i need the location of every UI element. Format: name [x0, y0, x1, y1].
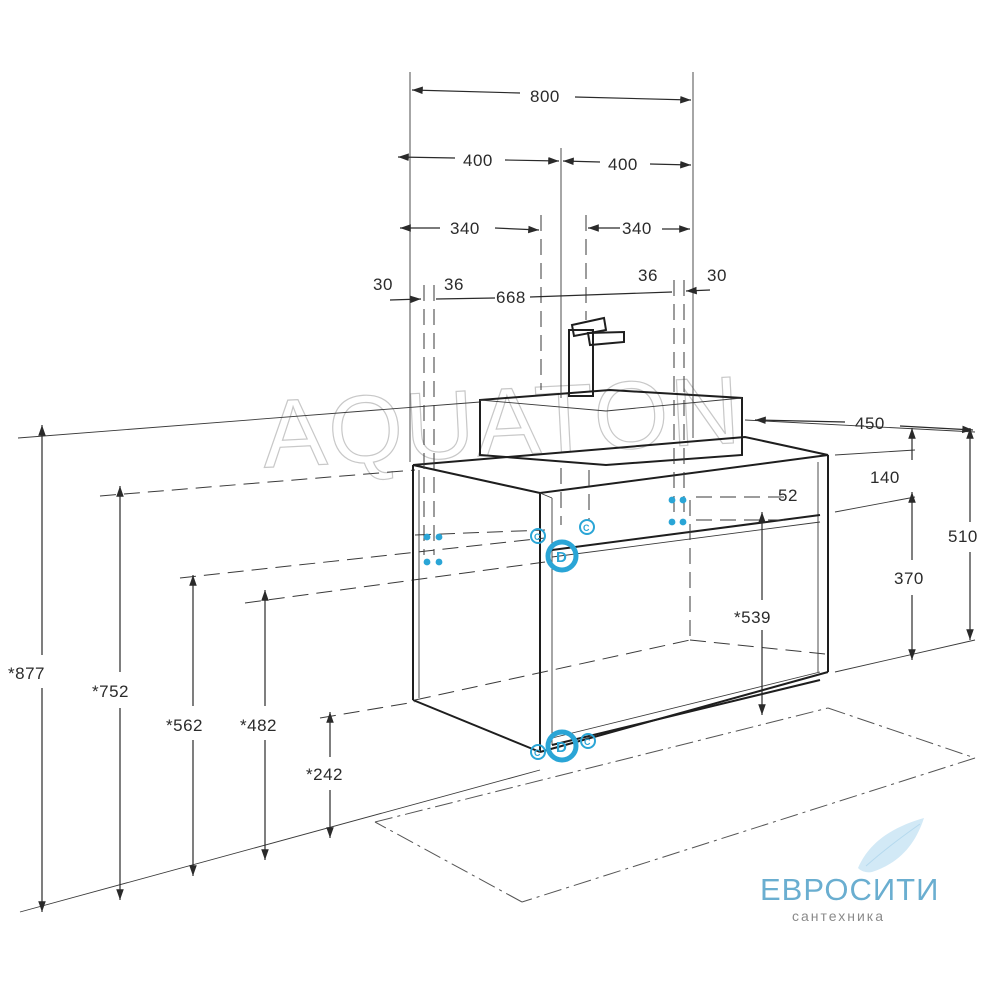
- depth-dimension: [754, 416, 974, 434]
- logo-name: ЕВРОСИТИ: [760, 872, 939, 907]
- logo: ЕВРОСИТИ сантехника: [760, 818, 939, 924]
- mount-point-dot: [435, 533, 443, 541]
- watermark: AQUATON: [260, 357, 745, 489]
- dim-inner-left: 36: [444, 275, 464, 294]
- dim-edge-right: 30: [707, 266, 727, 285]
- mount-point-dot: [679, 496, 687, 504]
- faucet-icon: [568, 316, 625, 397]
- dim-half-left: 400: [463, 151, 493, 170]
- dim-562: *562: [166, 716, 203, 735]
- mount-point-dot: [435, 558, 443, 566]
- dim-edge-left: 30: [373, 275, 393, 294]
- drain-label: D: [556, 739, 567, 756]
- cold-water-icon: [530, 744, 546, 760]
- dim-877: *877: [8, 664, 45, 683]
- dim-half-right: 400: [608, 155, 638, 174]
- dim-482: *482: [240, 716, 277, 735]
- cold-water-icon: [530, 528, 546, 544]
- dim-242: *242: [306, 765, 343, 784]
- wall-reference-lines: [17, 401, 976, 913]
- cold-label: C: [584, 737, 591, 747]
- cold-label: C: [534, 748, 541, 758]
- drain-label: D: [556, 549, 567, 566]
- drain-icon: [545, 729, 579, 763]
- dim-offset-left: 340: [450, 219, 480, 238]
- dim-offset-right: 340: [622, 219, 652, 238]
- vertical-dimensions: [38, 425, 974, 912]
- dim-height: 510: [948, 527, 978, 546]
- dimension-labels: 800 400 400 340 340 30 36 668 36 30 450 …: [8, 87, 978, 784]
- cabinet: [412, 435, 829, 753]
- dim-inner-right: 36: [638, 266, 658, 285]
- dim-inner-height: *539: [734, 608, 771, 627]
- mount-point-dot: [668, 518, 676, 526]
- horizontal-dimensions: [389, 86, 711, 304]
- dim-inner-width: 668: [496, 288, 526, 307]
- cold-label: C: [583, 523, 590, 533]
- logo-tagline: сантехника: [792, 908, 885, 924]
- dim-shelf: 52: [778, 486, 798, 505]
- connection-points: D D C C C C: [423, 496, 687, 763]
- drain-icon: [545, 539, 579, 573]
- mount-point-dot: [423, 558, 431, 566]
- dim-top-section: 140: [870, 468, 900, 487]
- mount-point-dot: [679, 518, 687, 526]
- construction-lines: [409, 72, 785, 640]
- dim-752: *752: [92, 682, 129, 701]
- mount-point-dot: [423, 533, 431, 541]
- dim-total-width: 800: [530, 87, 560, 106]
- cold-water-icon: [579, 519, 595, 535]
- dim-lower-section: 370: [894, 569, 924, 588]
- dim-depth: 450: [855, 414, 885, 433]
- cold-label: C: [534, 532, 541, 542]
- mount-point-dot: [668, 496, 676, 504]
- floor-outline: [374, 707, 976, 903]
- cold-water-icon: [580, 733, 596, 749]
